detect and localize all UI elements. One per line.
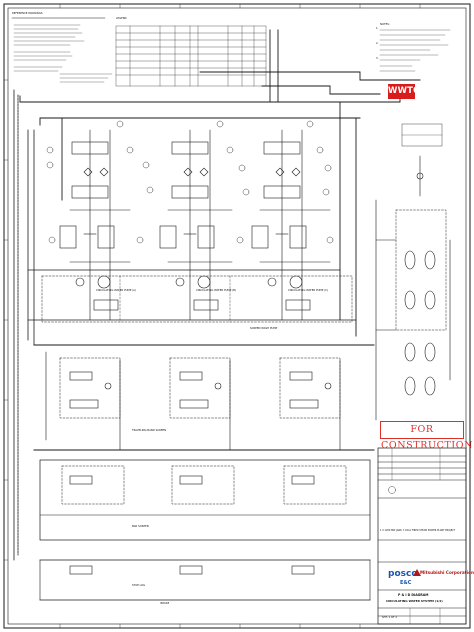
posco-logo-sub: E&C [400,580,412,586]
pump-train-a [59,129,131,321]
main-header-pipes [19,29,421,337]
drawing-title-line2: CIRCULATING WATER SYSTEM (1/2) [386,599,443,603]
reference-drawings-header: REFERENCE DRAWINGS [12,12,43,15]
label-intake: INTAKE [160,602,170,605]
note-item-1: 1. [376,27,379,30]
title-block [377,447,467,625]
legend-header: LEGEND [116,17,127,20]
note-item-3: 3. [376,57,379,60]
mitsubishi-mark-icon [413,569,421,576]
label-cw-pump-b: CIRCULATING WATER PUMP (B) [196,289,236,292]
label-bar-screen: BAR SCREEN [132,525,149,528]
label-cw-pump-c: CIRCULATING WATER PUMP (C) [288,289,328,292]
mitsubishi-logo: Mitsubishi Corporation [420,570,474,575]
pump-train-c [251,129,331,321]
reference-drawings-block [11,17,113,83]
notes-block [379,29,451,72]
pump-train-b [159,129,233,321]
sheet-inner-border [7,7,467,625]
traveling-band-screen-section [33,344,375,451]
project-title: 1 X 1200 MW JAWA 7 COAL FIRED STEAM POWE… [380,529,456,532]
instrument-bubbles-upper [46,120,334,244]
note-item-2: 2. [376,42,379,45]
bar-screen-section [39,459,371,601]
drawing-code-stamp: WWT01 [388,84,425,99]
right-equipment-column [375,123,451,421]
sheet-outer-border [3,3,471,629]
notes-header: NOTES: [380,23,390,26]
sheet-number: SHT. 1 OF 2 [382,616,398,619]
label-stop-log: STOP LOG [132,584,146,587]
posco-logo: posco [388,569,418,579]
pump-area-connections [27,269,357,323]
data-table-top [115,25,267,87]
for-construction-stamp: FOR CONSTRUCTION [380,421,472,451]
left-side-piping [13,89,35,561]
label-screen-wash-pump: SCREEN WASH PUMP [250,327,278,330]
label-cw-pump-a: CIRCULATING WATER PUMP (A) [96,289,136,292]
label-traveling-band-screen: TRAVELING BAND SCREEN [132,429,167,432]
drawing-title-line1: P & I D DIAGRAM [398,593,429,597]
zone-ticks [3,3,421,629]
